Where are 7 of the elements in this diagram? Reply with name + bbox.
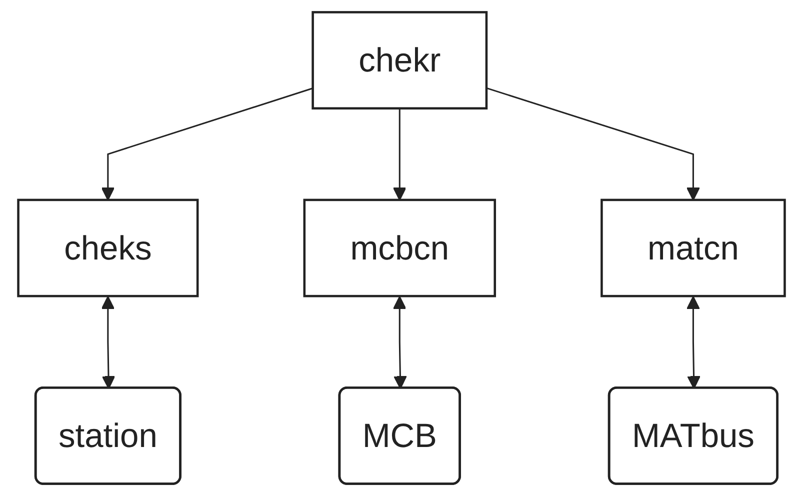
node-box: chekr [312, 11, 488, 110]
arrow [486, 87, 700, 201]
node-box: mcbcn [303, 198, 496, 298]
node-box: matcn [600, 198, 786, 298]
arrow [392, 108, 406, 201]
node-box: cheks [17, 198, 199, 298]
arrow [101, 88, 314, 201]
